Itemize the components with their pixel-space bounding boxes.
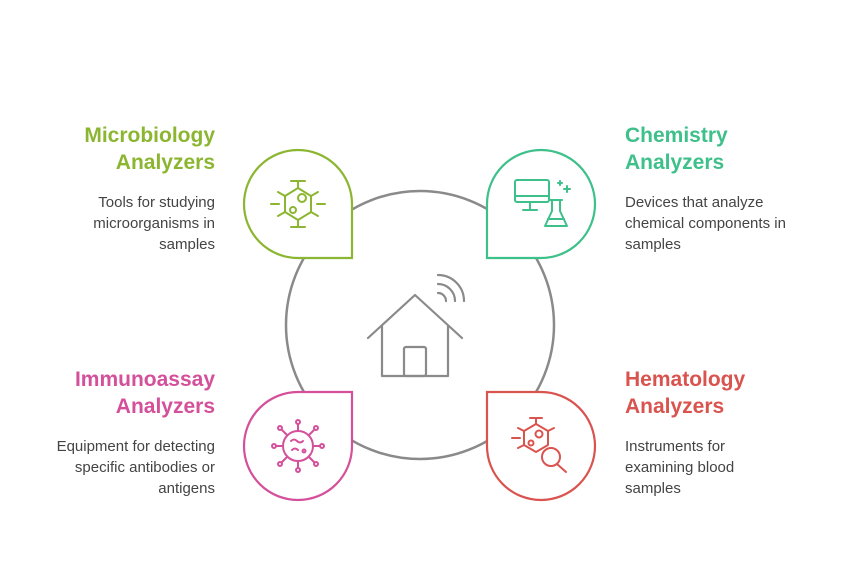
immunoassay-title-line: Analyzers bbox=[115, 395, 215, 418]
chemistry-node[interactable] bbox=[485, 148, 597, 260]
microbiology-title-line: Microbiology bbox=[84, 124, 215, 147]
hematology-title: Hematology Analyzers bbox=[625, 366, 825, 420]
hematology-description-line: examining blood bbox=[625, 459, 735, 476]
microbiology-description: Tools for studying microorganisms in sam… bbox=[40, 192, 215, 255]
microbiology-title-line: Analyzers bbox=[115, 151, 215, 174]
microbiology-node[interactable] bbox=[242, 148, 354, 260]
hematology-title-line: Analyzers bbox=[625, 395, 725, 418]
microbiology-description-line: samples bbox=[159, 236, 215, 253]
microbiology-title: Microbiology Analyzers bbox=[40, 122, 215, 176]
smart-home-icon bbox=[366, 273, 466, 378]
chemistry-title-line: Chemistry bbox=[625, 124, 728, 147]
immunoassay-title-line: Immunoassay bbox=[74, 368, 215, 391]
immunoassay-title: Immunoassay Analyzers bbox=[40, 366, 215, 420]
chemistry-description-line: samples bbox=[625, 236, 681, 253]
virus-icon bbox=[271, 419, 325, 473]
chemistry-description-line: chemical components in bbox=[625, 215, 786, 232]
chemistry-title-line: Analyzers bbox=[625, 151, 725, 174]
hematology-description-line: samples bbox=[625, 480, 681, 497]
hematology-description: Instruments for examining blood samples bbox=[625, 436, 825, 499]
chemistry-title: Chemistry Analyzers bbox=[625, 122, 825, 176]
immunoassay-description-line: specific antibodies or bbox=[74, 459, 215, 476]
central-ring bbox=[284, 189, 556, 461]
microorganism-cell-icon bbox=[270, 180, 326, 228]
immunoassay-description-line: antigens bbox=[158, 480, 215, 497]
hematology-description-line: Instruments for bbox=[625, 438, 726, 455]
hematology-node[interactable] bbox=[485, 390, 597, 502]
cell-magnifier-icon bbox=[511, 417, 567, 473]
immunoassay-description-line: Equipment for detecting bbox=[56, 438, 215, 455]
microbiology-description-line: Tools for studying bbox=[98, 194, 215, 211]
microbiology-description-line: microorganisms in bbox=[93, 215, 215, 232]
hematology-title-line: Hematology bbox=[625, 368, 746, 391]
immunoassay-description: Equipment for detecting specific antibod… bbox=[20, 436, 215, 499]
immunoassay-node[interactable] bbox=[242, 390, 354, 502]
chemistry-description: Devices that analyze chemical components… bbox=[625, 192, 825, 255]
computer-flask-icon bbox=[514, 179, 571, 227]
chemistry-description-line: Devices that analyze bbox=[625, 194, 764, 211]
